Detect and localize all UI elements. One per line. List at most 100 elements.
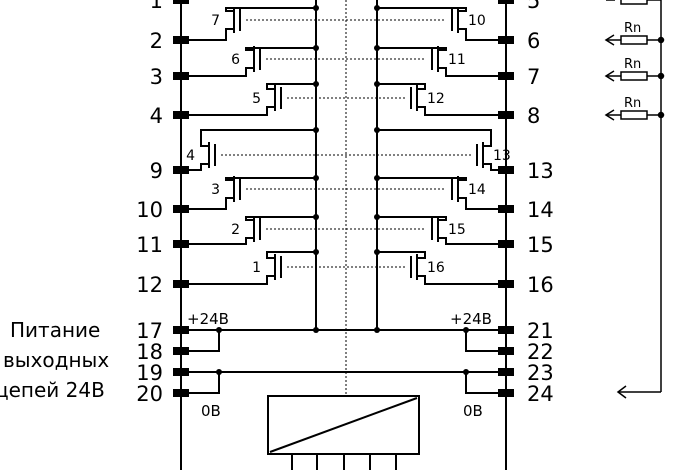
right-pin-stub (498, 240, 514, 248)
source-wire (181, 106, 275, 116)
transistor-right-label: 16 (427, 260, 445, 276)
left-pin-stub (173, 111, 189, 119)
junction-dot (374, 175, 380, 181)
transistor-right-label: 14 (468, 182, 486, 198)
junction-dot (374, 249, 380, 255)
right-pin-label: 8 (527, 104, 540, 128)
left-pin-stub (173, 205, 189, 213)
junction-dots (178, 5, 509, 375)
transistor-right-label: 15 (448, 222, 466, 238)
junction-dot (313, 175, 319, 181)
supply-label-line1: Питание (10, 318, 100, 342)
right-pin-stub (498, 205, 514, 213)
junction-dot (374, 214, 380, 220)
junction-dot (313, 81, 319, 87)
source-wire (417, 275, 506, 285)
right-pin-label: 16 (527, 273, 554, 297)
source-wire (438, 67, 506, 77)
resistor (604, 109, 665, 121)
source-wire (417, 106, 506, 116)
transistor-left (181, 7, 316, 41)
left-pin-stub (173, 36, 189, 44)
transistors (181, 7, 506, 285)
transistor-right (377, 216, 506, 245)
transistor-left (181, 46, 316, 77)
junction-dot (657, 36, 665, 44)
transistor-left-label: 6 (231, 52, 240, 68)
source-wire (181, 197, 234, 210)
right-pin-stub (498, 166, 514, 174)
right-pin-label: 5 (527, 0, 540, 13)
source-wire (181, 163, 209, 171)
junction-dot (374, 45, 380, 51)
transistor-left-label: 5 (252, 91, 261, 107)
junction-dot (313, 249, 319, 255)
transistor-right-label: 11 (448, 52, 466, 68)
pin-stubs (173, 0, 514, 397)
left-pin-stub (173, 389, 189, 397)
right-pin-label: 7 (527, 65, 540, 89)
junction-dot (178, 369, 184, 375)
left-pin-label: 4 (150, 104, 163, 128)
transistor-left (181, 83, 316, 116)
junction-dot (657, 72, 665, 80)
junction-dot (313, 214, 319, 220)
drain-wire (225, 7, 316, 12)
junction-dot (216, 327, 222, 333)
transistor-left-label: 1 (252, 260, 261, 276)
right-pin-label: 21 (527, 319, 554, 343)
right-pin-label: 15 (527, 233, 554, 257)
left-pin-label: 2 (150, 29, 163, 53)
drain-wire (245, 47, 316, 51)
right-pin-stub (498, 280, 514, 288)
right-pin-stub (498, 347, 514, 355)
junction-dot (463, 327, 469, 333)
dotted-lines (221, 0, 471, 395)
drain-wire (266, 83, 316, 90)
left-pin-stub (173, 347, 189, 355)
resistor (604, 70, 665, 82)
junction-dot (313, 327, 319, 333)
resistor-body (620, 71, 648, 81)
right-pin-label: 23 (527, 361, 554, 385)
junction-dot (313, 45, 319, 51)
source-wire (458, 28, 506, 41)
junction-dot (463, 369, 469, 375)
right-pin-stub (498, 389, 514, 397)
junction-dot (503, 369, 509, 375)
transistor-left-label: 7 (211, 13, 220, 29)
transistor-right (377, 46, 506, 77)
transistor-right-label: 10 (468, 13, 486, 29)
right-pin-label: 13 (527, 159, 554, 183)
left-pin-label: 19 (136, 361, 163, 385)
v24-right-label: +24В (450, 310, 492, 328)
left-pin-label: 20 (136, 382, 163, 406)
drain-wire (377, 7, 467, 12)
source-wire (438, 237, 506, 245)
left-pin-label: 11 (136, 233, 163, 257)
resistor-body (620, 35, 648, 45)
junction-dot (216, 369, 222, 375)
right-pin-stub (498, 111, 514, 119)
left-pin-stub (173, 0, 189, 4)
drain-wire (377, 129, 492, 147)
junction-dot (374, 81, 380, 87)
transistor-left (181, 129, 316, 171)
drain-wire (377, 47, 447, 51)
right-pin-label: 14 (527, 198, 554, 222)
junction-dot (503, 327, 509, 333)
right-pin-label: 24 (527, 382, 554, 406)
resistor-label: Rn (624, 57, 641, 72)
drain-wire (377, 216, 447, 221)
resistor-network (606, 0, 662, 399)
junction-dot (374, 327, 380, 333)
right-pin-label: 22 (527, 340, 554, 364)
drain-wire (377, 177, 467, 181)
left-pin-label: 9 (150, 159, 163, 183)
bottom-block (267, 395, 420, 470)
supply-label-line2: выходных (3, 348, 109, 372)
transistor-left (181, 216, 316, 245)
source-wire (181, 237, 254, 245)
resistor-body (620, 110, 648, 120)
source-wire (181, 67, 254, 77)
